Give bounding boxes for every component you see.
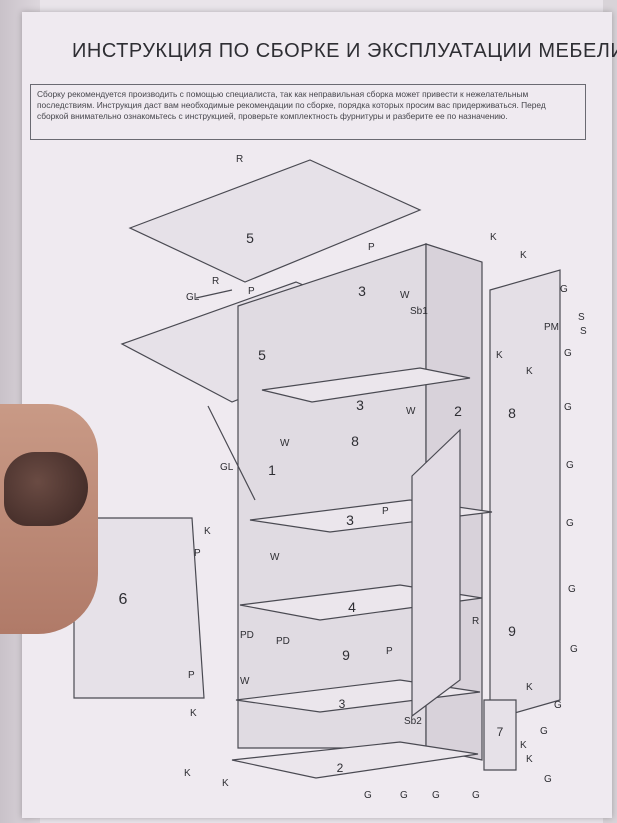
door-2 (411, 428, 461, 718)
svg-text:GL: GL (220, 462, 234, 473)
part-9-b: 9 (508, 623, 516, 639)
svg-text:R: R (212, 276, 219, 287)
svg-text:G: G (400, 790, 408, 801)
svg-text:G: G (566, 460, 574, 471)
svg-text:G: G (540, 726, 548, 737)
part-9-a: 9 (342, 647, 350, 663)
svg-text:R: R (236, 154, 243, 165)
svg-text:K: K (204, 526, 211, 537)
part-4: 4 (348, 599, 356, 615)
svg-text:W: W (240, 676, 250, 687)
svg-text:G: G (564, 402, 572, 413)
svg-text:P: P (188, 670, 195, 681)
svg-text:G: G (432, 790, 440, 801)
svg-text:K: K (520, 740, 527, 751)
part-3-d: 3 (339, 697, 346, 711)
svg-text:S: S (580, 326, 587, 337)
svg-text:S: S (578, 312, 585, 323)
svg-text:P: P (386, 646, 393, 657)
part-1: 1 (268, 462, 276, 478)
part-3-c: 3 (346, 512, 354, 528)
document-title: ИНСТРУКЦИЯ ПО СБОРКЕ И ЭКСПЛУАТАЦИИ МЕБЕ… (72, 40, 617, 62)
svg-text:P: P (194, 548, 201, 559)
svg-text:K: K (222, 778, 229, 789)
svg-text:G: G (570, 644, 578, 655)
svg-text:G: G (564, 348, 572, 359)
part-8-a: 8 (351, 433, 359, 449)
part-7: 7 (497, 725, 504, 739)
svg-text:G: G (472, 790, 480, 801)
part-2: 2 (454, 403, 462, 419)
svg-text:P: P (248, 286, 255, 297)
svg-text:Sb1: Sb1 (410, 306, 428, 317)
part-2-bottom: 2 (337, 761, 344, 775)
svg-text:G: G (568, 584, 576, 595)
svg-text:G: G (544, 774, 552, 785)
svg-text:W: W (280, 438, 290, 449)
svg-text:P: P (368, 242, 375, 253)
svg-text:K: K (496, 350, 503, 361)
svg-text:K: K (526, 682, 533, 693)
svg-text:PD: PD (240, 630, 254, 641)
svg-text:G: G (364, 790, 372, 801)
door-6 (73, 517, 205, 699)
part-8-b: 8 (508, 405, 516, 421)
svg-text:K: K (490, 232, 497, 243)
svg-text:PD: PD (276, 636, 290, 647)
svg-text:K: K (526, 366, 533, 377)
top-panel-upper (128, 159, 422, 283)
svg-text:W: W (406, 406, 416, 417)
cabinet-body (237, 243, 427, 749)
svg-text:W: W (400, 290, 410, 301)
svg-text:G: G (560, 284, 568, 295)
svg-text:K: K (190, 708, 197, 719)
warning-box: Сборку рекомендуется производить с помощ… (30, 84, 586, 140)
part-6: 6 (119, 591, 128, 608)
svg-text:G: G (554, 700, 562, 711)
svg-text:K: K (184, 768, 191, 779)
svg-text:PM: PM (544, 322, 559, 333)
svg-text:K: K (526, 754, 533, 765)
part-3-b: 3 (356, 397, 364, 413)
part-3-a: 3 (358, 283, 366, 299)
svg-text:Sb2: Sb2 (404, 716, 422, 727)
part-5-lower: 5 (258, 347, 266, 363)
svg-text:R: R (472, 616, 479, 627)
fingernail (4, 452, 88, 526)
part-5-upper: 5 (246, 230, 254, 246)
plinth-7 (483, 699, 517, 771)
svg-text:W: W (270, 552, 280, 563)
back-panel-8-9 (489, 269, 561, 721)
svg-text:K: K (520, 250, 527, 261)
svg-text:G: G (566, 518, 574, 529)
svg-text:P: P (382, 506, 389, 517)
svg-text:GL: GL (186, 292, 200, 303)
